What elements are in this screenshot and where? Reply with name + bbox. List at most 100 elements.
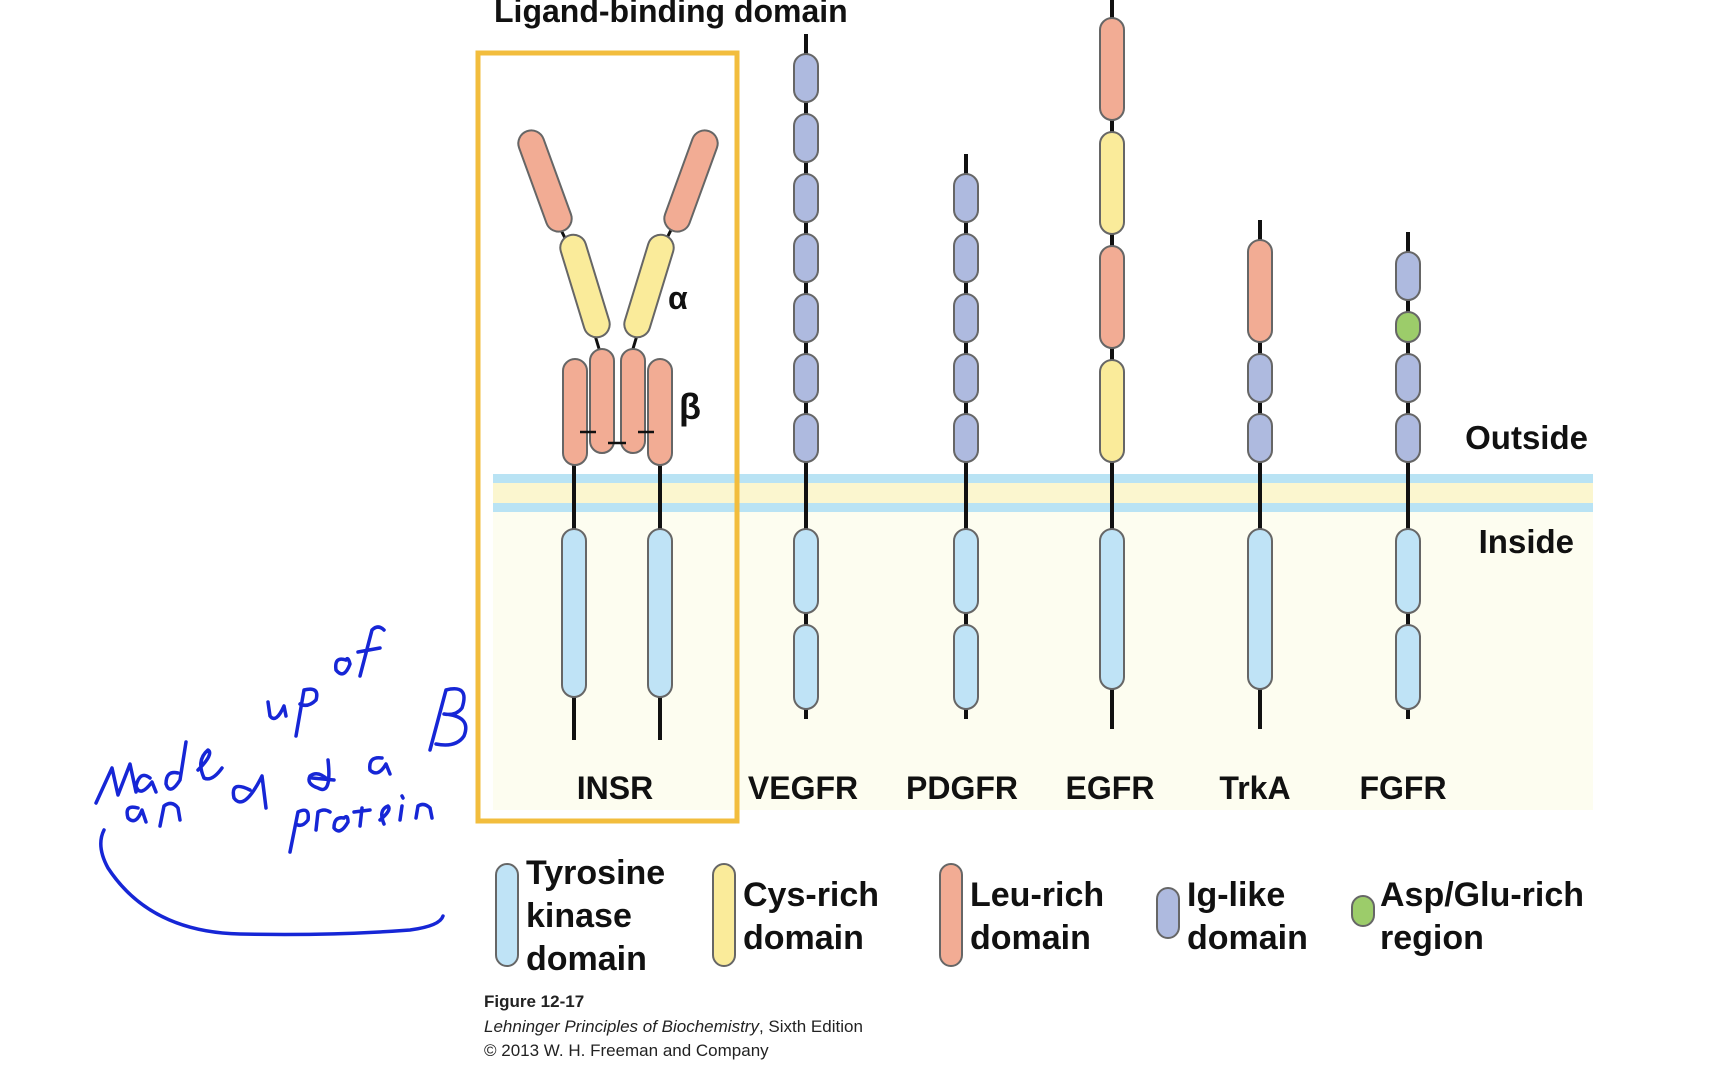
legend-swatch-tyrosine-kinase-domain xyxy=(495,863,519,967)
diagram-title: Ligand-binding domain xyxy=(494,0,848,29)
trka-ig-like-domain-2 xyxy=(1247,353,1273,403)
fgfr-tyrosine-kinase-domain-2 xyxy=(1395,624,1421,710)
egfr-cys-rich-domain-2 xyxy=(1099,131,1125,235)
legend-item-asp-glu-rich-region: Asp/Glu-rich region xyxy=(1351,876,1584,957)
egfr-cys-rich-domain-4 xyxy=(1099,359,1125,463)
egfr-tyrosine-kinase-domain-1 xyxy=(1099,528,1125,690)
receptor-fgfr: FGFR xyxy=(1359,232,1447,806)
legend-label-asp-glu-rich-region-line-1: Asp/Glu-rich xyxy=(1380,876,1584,914)
handwritten-word-an xyxy=(125,801,182,828)
insr-tyrosine-kinase-domain-left xyxy=(561,528,587,698)
handwritten-word-protein xyxy=(288,794,434,854)
legend-label-cys-rich-domain-line-1: Cys-rich xyxy=(743,876,879,914)
legend: TyrosinekinasedomainCys-richdomainLeu-ri… xyxy=(495,854,1584,978)
handwritten-word-of xyxy=(333,625,386,678)
fgfr-ig-like-domain-1 xyxy=(1395,251,1421,301)
pdgfr-ig-like-domain-2 xyxy=(953,233,979,283)
vegfr-ig-like-domain-2 xyxy=(793,113,819,163)
vegfr-ig-like-domain-4 xyxy=(793,233,819,283)
insr-beta-outer-right xyxy=(647,358,673,466)
vegfr-ig-like-domain-1 xyxy=(793,53,819,103)
vegfr-ig-like-domain-5 xyxy=(793,293,819,343)
membrane-inner-leaflet xyxy=(493,503,1593,512)
beta-subunit-label: β xyxy=(679,386,701,427)
pdgfr-tyrosine-kinase-domain-1 xyxy=(953,528,979,614)
legend-label-asp-glu-rich-region-line-2: region xyxy=(1380,919,1484,957)
book-title: Lehninger Principles of Biochemistry xyxy=(484,1017,760,1036)
vegfr-tyrosine-kinase-domain-2 xyxy=(793,624,819,710)
legend-label-leu-rich-domain-line-1: Leu-rich xyxy=(970,876,1104,914)
membrane-outer-leaflet xyxy=(493,474,1593,483)
vegfr-ig-like-domain-3 xyxy=(793,173,819,223)
legend-item-ig-like-domain: Ig-like domain xyxy=(1156,876,1308,957)
receptor-vegfr: VEGFR xyxy=(748,34,858,806)
handwritten-beta-symbol xyxy=(428,687,468,752)
insr-receptor: α β INSR xyxy=(517,129,719,806)
legend-label-tyrosine-kinase-domain-line-2: kinase xyxy=(526,897,632,935)
pdgfr-ig-like-domain-4 xyxy=(953,353,979,403)
egfr-leu-rich-domain-1 xyxy=(1099,17,1125,121)
insr-cys-rich-domain-left xyxy=(559,233,611,339)
legend-swatch-leu-rich-domain xyxy=(939,863,963,967)
fgfr-tyrosine-kinase-domain-1 xyxy=(1395,528,1421,614)
insr-highlight-box xyxy=(475,50,740,824)
insr-beta-outer-left xyxy=(562,358,588,466)
legend-swatch-asp-glu-rich-region xyxy=(1351,895,1375,927)
legend-label-ig-like-domain-line-2: domain xyxy=(1187,919,1308,957)
insr-alpha-inner-left xyxy=(589,348,615,454)
handwritten-ampersand xyxy=(307,758,336,792)
handwritten-word-made xyxy=(94,740,224,805)
vegfr-ig-like-domain-7 xyxy=(793,413,819,463)
figure-number: Figure 12-17 xyxy=(484,992,584,1011)
insr-tyrosine-kinase-domain-right xyxy=(647,528,673,698)
handwritten-annotation xyxy=(94,625,468,937)
legend-label-tyrosine-kinase-domain-line-3: domain xyxy=(526,940,647,978)
fgfr-ig-like-domain-4 xyxy=(1395,413,1421,463)
legend-label-ig-like-domain-line-1: Ig-like xyxy=(1187,876,1285,914)
vegfr-tyrosine-kinase-domain-1 xyxy=(793,528,819,614)
receptor-group: VEGFR PDGFR EGFR TrkA FGFR xyxy=(748,0,1447,806)
inside-label: Inside xyxy=(1479,523,1574,560)
legend-swatch-cys-rich-domain xyxy=(712,863,736,967)
pdgfr-tyrosine-kinase-domain-2 xyxy=(953,624,979,710)
pdgfr-ig-like-domain-5 xyxy=(953,413,979,463)
legend-item-cys-rich-domain: Cys-rich domain xyxy=(712,863,879,967)
receptor-name-pdgfr: PDGFR xyxy=(906,770,1018,806)
insr-leu-rich-domain-right xyxy=(663,129,719,233)
receptor-egfr: EGFR xyxy=(1066,0,1155,806)
legend-swatch-ig-like-domain xyxy=(1156,887,1180,939)
receptor-name-fgfr: FGFR xyxy=(1359,770,1446,806)
handwritten-alpha-symbol xyxy=(231,774,268,810)
receptor-name-trka: TrkA xyxy=(1219,770,1290,806)
handwritten-word-a xyxy=(368,756,392,776)
legend-item-leu-rich-domain: Leu-rich domain xyxy=(939,863,1104,967)
insr-cys-rich-domain-right xyxy=(623,233,675,339)
book-edition: , Sixth Edition xyxy=(759,1017,863,1036)
legend-label-tyrosine-kinase-domain-line-1: Tyrosine xyxy=(526,854,665,892)
fgfr-asp-glu-rich-domain-2 xyxy=(1395,311,1421,343)
insr-leu-rich-domain-left xyxy=(517,129,573,233)
receptor-name-vegfr: VEGFR xyxy=(748,770,858,806)
legend-label-cys-rich-domain-line-2: domain xyxy=(743,919,864,957)
receptor-trka: TrkA xyxy=(1219,220,1291,806)
handwritten-word-up xyxy=(266,687,319,738)
legend-label-leu-rich-domain-line-2: domain xyxy=(970,919,1091,957)
pdgfr-ig-like-domain-3 xyxy=(953,293,979,343)
pdgfr-ig-like-domain-1 xyxy=(953,173,979,223)
receptor-name-insr: INSR xyxy=(577,770,653,806)
receptor-name-egfr: EGFR xyxy=(1066,770,1155,806)
copyright-line: © 2013 W. H. Freeman and Company xyxy=(484,1041,769,1060)
insr-alpha-inner-right xyxy=(620,348,646,454)
trka-tyrosine-kinase-domain-1 xyxy=(1247,528,1273,690)
fgfr-ig-like-domain-3 xyxy=(1395,353,1421,403)
receptor-pdgfr: PDGFR xyxy=(906,154,1018,806)
outside-label: Outside xyxy=(1465,419,1588,456)
egfr-leu-rich-domain-3 xyxy=(1099,245,1125,349)
vegfr-ig-like-domain-6 xyxy=(793,353,819,403)
legend-item-tyrosine-kinase-domain: Tyrosine kinase domain xyxy=(495,854,665,978)
handwritten-bracket xyxy=(99,828,445,937)
trka-leu-rich-domain-1 xyxy=(1247,239,1273,343)
book-reference: Lehninger Principles of Biochemistry, Si… xyxy=(484,1017,863,1036)
trka-ig-like-domain-3 xyxy=(1247,413,1273,463)
